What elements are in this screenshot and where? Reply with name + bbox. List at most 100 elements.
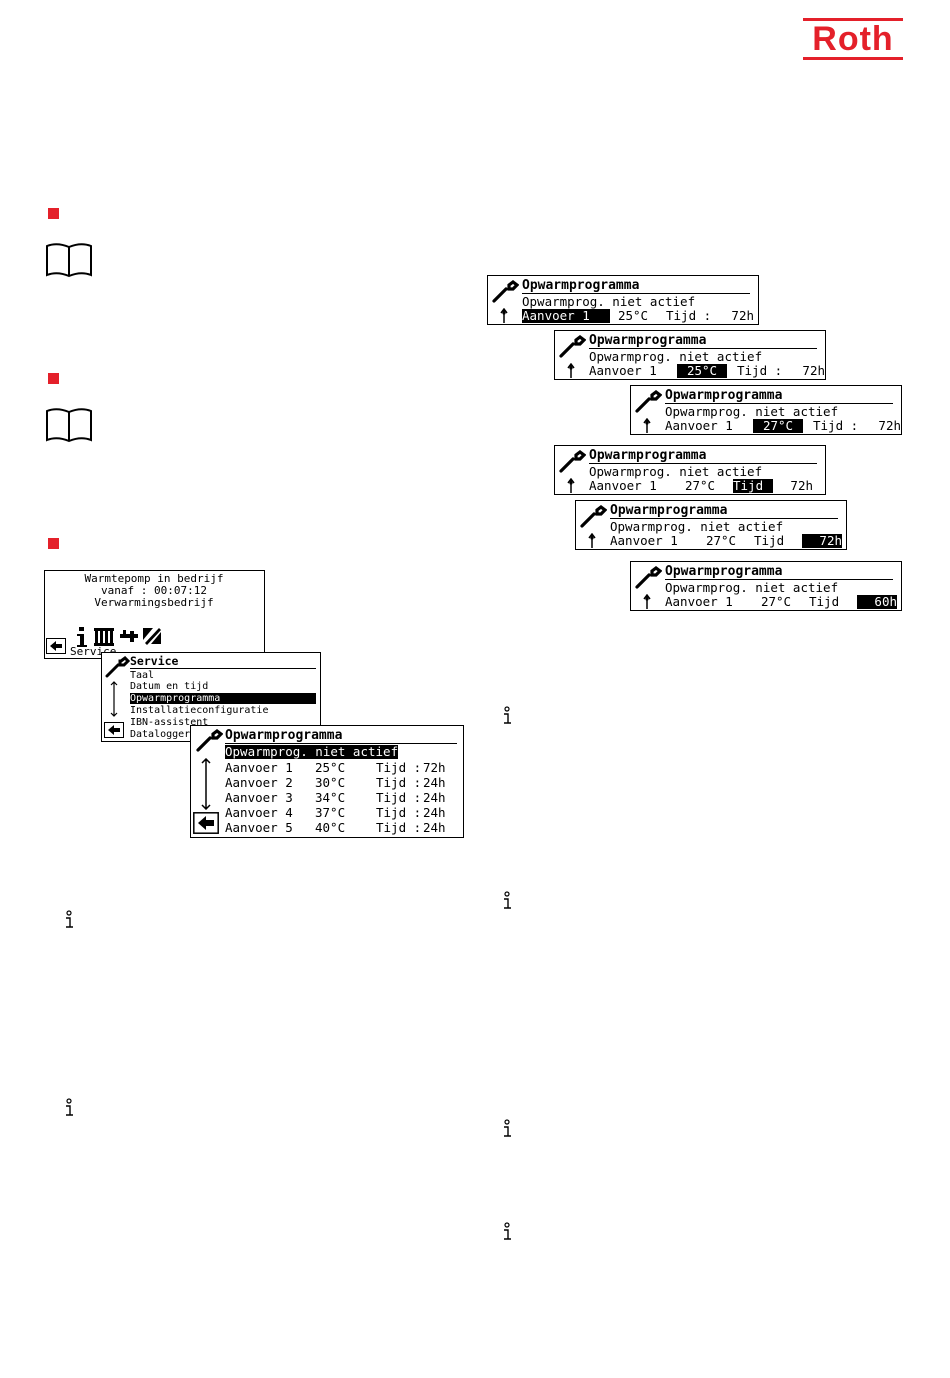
program-status: Opwarmprog. niet actief bbox=[589, 464, 763, 479]
book-icon bbox=[46, 408, 92, 443]
row-temp[interactable]: 27°C bbox=[705, 533, 737, 548]
row-label[interactable]: Aanvoer 3 bbox=[225, 790, 293, 805]
row-temp: 34°C bbox=[315, 790, 346, 805]
row-label[interactable]: Aanvoer 1 bbox=[665, 418, 733, 433]
row-hours: 24h bbox=[423, 805, 446, 820]
row-tijd[interactable]: Tijd : bbox=[666, 308, 712, 323]
row-hours[interactable]: 72h bbox=[790, 478, 813, 493]
row-hours[interactable]: 72h bbox=[878, 418, 901, 433]
program-row: Aanvoer 1 27°C Tijd 72h bbox=[610, 534, 846, 548]
row-tijd: Tijd : bbox=[376, 775, 422, 790]
row-label[interactable]: Aanvoer 5 bbox=[225, 820, 293, 835]
row-tijd[interactable]: Tijd bbox=[733, 479, 773, 493]
program-step-screen: Opwarmprogramma Opwarmprog. niet actief … bbox=[487, 275, 759, 325]
row-label[interactable]: Aanvoer 2 bbox=[225, 775, 293, 790]
back-arrow-icon[interactable] bbox=[193, 812, 219, 834]
info-icon bbox=[66, 910, 73, 928]
screen-title: Opwarmprogramma bbox=[225, 728, 457, 744]
row-label[interactable]: Aanvoer 1 bbox=[522, 309, 610, 323]
row-label[interactable]: Aanvoer 4 bbox=[225, 805, 293, 820]
program-status[interactable]: Opwarmprog. niet actief bbox=[225, 744, 399, 759]
info-icon bbox=[504, 1222, 511, 1240]
row-temp: 37°C bbox=[315, 805, 346, 820]
row-hours[interactable]: 72h bbox=[802, 534, 842, 548]
program-status: Opwarmprog. niet actief bbox=[665, 580, 839, 595]
row-label[interactable]: Aanvoer 1 bbox=[665, 594, 733, 609]
scroll-arrow-icon bbox=[110, 681, 118, 717]
info-menu-icon[interactable] bbox=[75, 626, 89, 648]
program-row: Aanvoer 1 27°C Tijd 60h bbox=[665, 595, 901, 609]
menu-item[interactable]: Installatieconfiguratie bbox=[130, 705, 269, 716]
screen-title: Opwarmprogramma bbox=[665, 388, 893, 404]
scroll-up-icon bbox=[567, 478, 575, 493]
row-temp: 40°C bbox=[315, 820, 346, 835]
info-icon bbox=[66, 1098, 73, 1116]
roth-logo: Roth bbox=[803, 18, 903, 60]
program-row: Aanvoer 1 27°C Tijd 72h bbox=[589, 479, 825, 493]
menu-item-selected[interactable]: Opwarmprogramma bbox=[130, 693, 316, 704]
status-screen: Warmtepomp in bedrijf vanaf : 00:07:12 V… bbox=[44, 570, 265, 659]
row-temp[interactable]: 25°C bbox=[677, 364, 727, 378]
radiator-icon[interactable] bbox=[93, 627, 115, 647]
back-arrow-icon[interactable] bbox=[104, 722, 124, 738]
program-status: Opwarmprog. niet actief bbox=[589, 349, 763, 364]
row-temp[interactable]: 27°C bbox=[760, 594, 792, 609]
program-screen: Opwarmprogramma Opwarmprog. niet actief … bbox=[190, 725, 464, 838]
status-line: vanaf : 00:07:12 bbox=[101, 584, 207, 597]
row-hours: 24h bbox=[423, 790, 446, 805]
row-label[interactable]: Aanvoer 1 bbox=[225, 760, 293, 775]
row-hours[interactable]: 60h bbox=[857, 595, 897, 609]
program-row: Aanvoer 1 25°C Tijd : 72h bbox=[522, 309, 758, 323]
row-tijd: Tijd : bbox=[376, 790, 422, 805]
row-tijd[interactable]: Tijd bbox=[809, 594, 840, 609]
info-icon bbox=[504, 1119, 511, 1137]
menu-item[interactable]: IBN-assistent bbox=[130, 717, 209, 728]
screen-title: Service bbox=[130, 655, 316, 669]
info-icon bbox=[504, 706, 511, 724]
row-tijd[interactable]: Tijd bbox=[754, 533, 785, 548]
wrench-icon bbox=[635, 390, 662, 413]
program-step-screen: Opwarmprogramma Opwarmprog. niet actief … bbox=[630, 385, 902, 435]
program-step-screen: Opwarmprogramma Opwarmprog. niet actief … bbox=[575, 500, 847, 550]
row-tijd[interactable]: Tijd : bbox=[813, 418, 859, 433]
program-step-screen: Opwarmprogramma Opwarmprog. niet actief … bbox=[554, 330, 826, 380]
section-marker bbox=[48, 208, 59, 219]
wrench-icon bbox=[559, 450, 586, 473]
screen-title: Opwarmprogramma bbox=[522, 278, 750, 294]
wrench-icon bbox=[559, 335, 586, 358]
row-hours: 24h bbox=[423, 775, 446, 790]
scroll-up-icon bbox=[643, 594, 651, 609]
scroll-up-icon bbox=[643, 418, 651, 433]
row-tijd[interactable]: Tijd : bbox=[737, 363, 783, 378]
row-temp[interactable]: 25°C bbox=[617, 308, 649, 323]
menu-item[interactable]: Datalogger bbox=[130, 729, 191, 740]
row-temp: 25°C bbox=[315, 760, 346, 775]
row-temp: 30°C bbox=[315, 775, 346, 790]
back-arrow-icon[interactable] bbox=[46, 638, 66, 654]
scroll-up-icon bbox=[588, 533, 596, 548]
row-label[interactable]: Aanvoer 1 bbox=[589, 478, 657, 493]
program-row: Aanvoer 1 27°C Tijd : 72h bbox=[665, 419, 901, 433]
screen-title: Opwarmprogramma bbox=[610, 503, 838, 519]
row-label[interactable]: Aanvoer 1 bbox=[610, 533, 678, 548]
row-hours: 24h bbox=[423, 820, 446, 835]
program-status: Opwarmprog. niet actief bbox=[610, 519, 784, 534]
row-hours[interactable]: 72h bbox=[802, 363, 825, 378]
screen-title: Opwarmprogramma bbox=[665, 564, 893, 580]
row-hours[interactable]: 72h bbox=[731, 308, 754, 323]
row-label[interactable]: Aanvoer 1 bbox=[589, 363, 657, 378]
menu-item[interactable]: Datum en tijd bbox=[130, 681, 209, 692]
scroll-up-icon bbox=[567, 363, 575, 378]
service-icon[interactable] bbox=[141, 626, 163, 646]
status-line: Warmtepomp in bedrijf bbox=[84, 572, 224, 585]
program-row: Aanvoer 1 25°C Tijd : 72h bbox=[589, 364, 825, 378]
program-status: Opwarmprog. niet actief bbox=[522, 294, 696, 309]
screen-title: Opwarmprogramma bbox=[589, 448, 817, 464]
row-temp[interactable]: 27°C bbox=[684, 478, 716, 493]
row-temp[interactable]: 27°C bbox=[753, 419, 803, 433]
program-step-screen: Opwarmprogramma Opwarmprog. niet actief … bbox=[554, 445, 826, 495]
section-marker bbox=[48, 373, 59, 384]
row-hours: 72h bbox=[423, 760, 446, 775]
menu-item[interactable]: Taal bbox=[130, 670, 155, 681]
tap-icon[interactable] bbox=[118, 628, 140, 646]
